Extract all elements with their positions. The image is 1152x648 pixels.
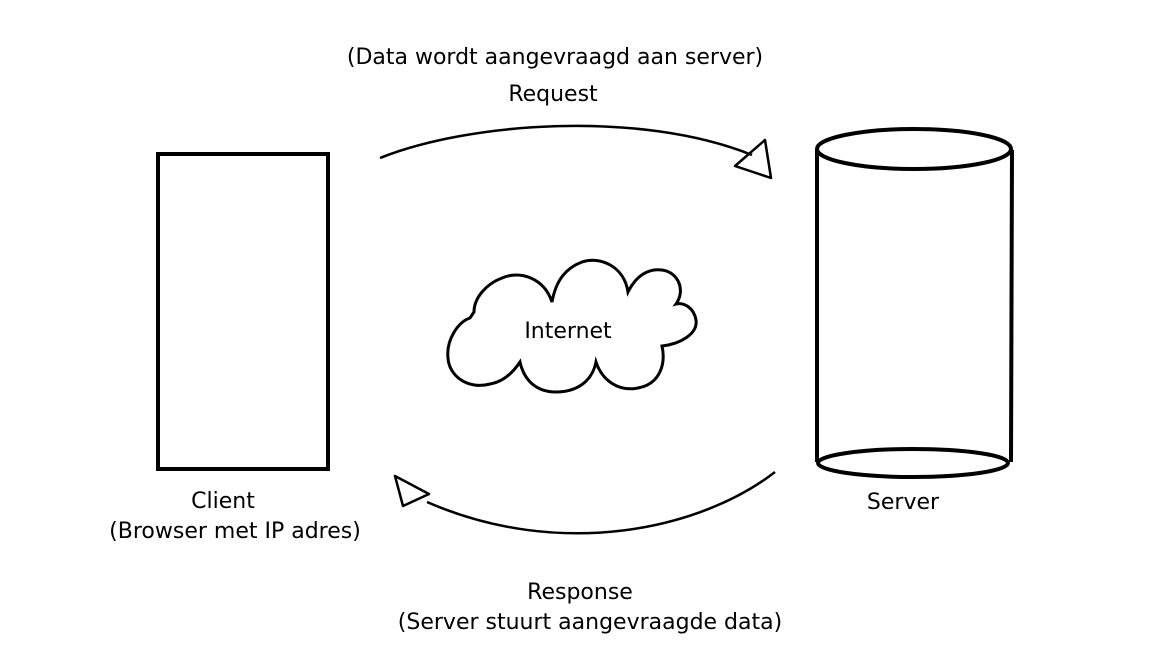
server-cylinder-right-side — [1009, 149, 1014, 463]
server-cylinder-top — [815, 127, 1013, 171]
internet-cloud-shape — [446, 258, 698, 394]
request-arrow-line — [379, 124, 753, 160]
internet-label: Internet — [524, 319, 612, 344]
request-arrowhead — [733, 138, 773, 180]
server-label: Server — [866, 490, 940, 515]
response-arrowhead — [393, 474, 431, 508]
client-sublabel: (Browser met IP adres) — [109, 519, 361, 544]
server-cylinder — [815, 127, 1014, 479]
request-note: (Data wordt aangevraagd aan server) — [346, 45, 764, 70]
client-label: Client — [191, 489, 255, 514]
request-label: Request — [508, 82, 598, 107]
client-box — [156, 152, 330, 471]
response-note: (Server stuurt aangevraagde data) — [397, 610, 783, 635]
response-arrow-line — [426, 471, 776, 535]
server-cylinder-bottom — [816, 447, 1010, 479]
response-label: Response — [527, 580, 633, 605]
